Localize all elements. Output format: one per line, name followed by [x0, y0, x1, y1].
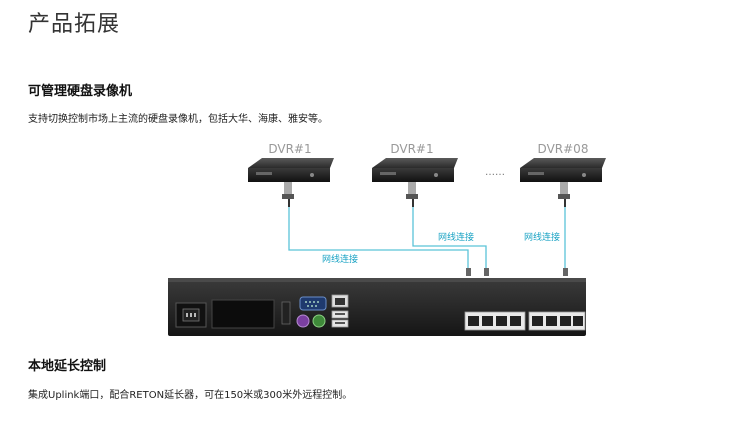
rj45-port-bank-icon: [464, 311, 586, 331]
power-socket-icon: [175, 302, 207, 328]
dvr-label-1: DVR#1: [268, 142, 311, 156]
page-title: 产品拓展: [28, 12, 121, 37]
cable-label-2: 网线连接: [438, 231, 474, 243]
cable-label-1: 网线连接: [322, 253, 358, 265]
section-title-dvr: 可管理硬盘录像机: [28, 84, 133, 99]
dvr-label-2: DVR#1: [390, 142, 433, 156]
usb-plug-icon: [282, 182, 294, 207]
kvm-switch-rear-panel: [168, 278, 586, 336]
uplink-port-icon: [331, 294, 349, 308]
dvr-label-3: DVR#08: [538, 142, 589, 156]
toggle-switch-icon: [281, 301, 291, 325]
ellipsis-text: ……: [485, 167, 505, 178]
blank-slot-panel: [211, 299, 275, 329]
section-text-extension: 集成Uplink端口，配合RETON延长器，可在150米或300米外远程控制。: [28, 390, 353, 401]
ps2-keyboard-port-icon: [312, 314, 326, 328]
usb-plug-icon: [406, 182, 418, 207]
ps2-mouse-port-icon: [296, 314, 310, 328]
usb-plug-icon: [558, 182, 570, 207]
vga-port-icon: [299, 296, 327, 311]
dvr-device-3: [520, 158, 606, 182]
rj45-plug-icon: [466, 268, 568, 276]
usb-port-icon: [331, 310, 349, 328]
section-text-dvr: 支持切换控制市场上主流的硬盘录像机，包括大华、海康、雅安等。: [28, 114, 328, 125]
dvr-device-1: [248, 158, 334, 182]
network-cables: [288, 207, 566, 268]
section-title-extension: 本地延长控制: [28, 359, 107, 374]
cable-label-3: 网线连接: [524, 231, 560, 243]
dvr-device-2: [372, 158, 458, 182]
